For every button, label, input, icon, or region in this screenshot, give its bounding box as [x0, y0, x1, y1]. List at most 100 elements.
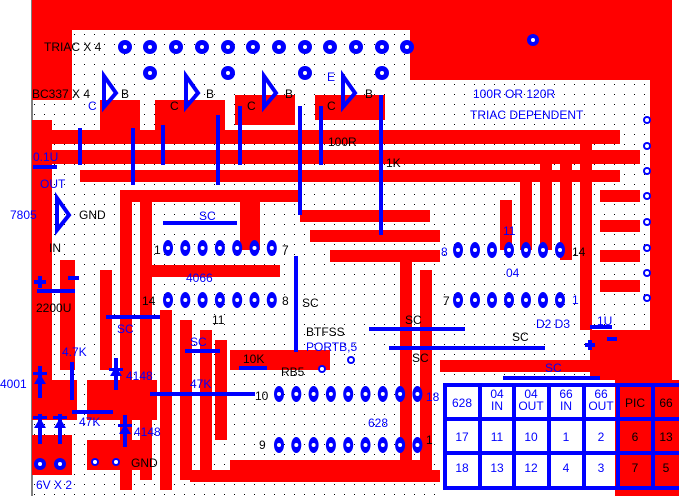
- label-pin-7: 7: [443, 294, 450, 308]
- ic-628-pin: [308, 386, 319, 402]
- label-pin-7: 7: [282, 243, 289, 257]
- silk-labels: TRIAC X 4 BC337 X 4 C B C B C B C E B 10…: [0, 40, 612, 492]
- label-triac: TRIAC X 4: [44, 40, 102, 54]
- ic-04-pin: [504, 292, 514, 308]
- ic-628-pin: [325, 437, 336, 453]
- label-628: 628: [368, 416, 388, 430]
- ic-04-pin: [555, 292, 565, 308]
- ic-4066-pin: [266, 292, 277, 308]
- pad: [347, 356, 355, 364]
- triac-pad: [221, 40, 235, 54]
- label-1u: 1U: [597, 314, 612, 328]
- triac-pad: [143, 40, 157, 54]
- connector-pad: [643, 244, 651, 252]
- ic-04-pin: [538, 242, 548, 258]
- label-b: B: [365, 87, 373, 101]
- label-sc: SC: [190, 335, 207, 349]
- triac-pad: [400, 40, 414, 54]
- label-out: OUT: [40, 177, 66, 191]
- ic-4066-pin: [214, 292, 225, 308]
- label-100r: 100R: [328, 135, 357, 149]
- ic-628-pin: [325, 386, 336, 402]
- label-4-7k: 4.7K: [62, 345, 87, 359]
- label-c: C: [327, 99, 336, 113]
- ic-4066-pin: [180, 292, 191, 308]
- connector-pad: [643, 192, 651, 200]
- table-cell: 7: [632, 461, 639, 475]
- label-gnd: GND: [131, 456, 158, 470]
- table-cell: 4: [563, 461, 570, 475]
- label-sc: SC: [199, 209, 216, 223]
- ic-628-pin: [291, 386, 302, 402]
- triac-pad: [298, 40, 312, 54]
- rb5-pad: [318, 365, 326, 373]
- triac-pad: [169, 40, 183, 54]
- label-2200u: 2200U: [36, 301, 71, 315]
- ic-628-pin: [360, 386, 371, 402]
- label-sc: SC: [117, 322, 134, 336]
- label-pin-9: 9: [259, 438, 266, 452]
- jumper-wires: [33, 95, 617, 414]
- ic-628-pin: [343, 386, 354, 402]
- label-47k: 47K: [79, 415, 100, 429]
- ic-4066-pin: [266, 240, 277, 256]
- table-cell: 1: [563, 430, 570, 444]
- ic-04-pin: [453, 242, 463, 258]
- triac-pad: [349, 40, 363, 54]
- transistor-symbols: [55, 69, 358, 236]
- table-cell: 17: [455, 430, 469, 444]
- label-sc: SC: [302, 296, 319, 310]
- label-sc: SC: [545, 361, 562, 375]
- triac-pad: [375, 40, 389, 54]
- table-header: PIC: [625, 396, 645, 410]
- diode-symbols: [33, 358, 132, 447]
- label-pin-18: 18: [426, 390, 440, 404]
- ic-628-pin: [360, 437, 371, 453]
- ic-04-pin: [555, 242, 565, 258]
- ic-4066-pin: [197, 292, 208, 308]
- copper-traces: [32, 0, 672, 490]
- label-pin-11: 11: [212, 313, 225, 327]
- ic-04-pin: [521, 292, 531, 308]
- label-bc337: BC337 X 4: [32, 87, 90, 101]
- table-cell: 18: [455, 461, 469, 475]
- label-4148: 4148: [134, 425, 161, 439]
- label-triac-dependent: TRIAC DEPENDENT: [470, 108, 584, 122]
- label-d2-d3: D2 D3: [536, 317, 570, 331]
- label-4148: 4148: [126, 369, 153, 383]
- label-7805: 7805: [10, 208, 37, 222]
- label-rb5: RB5: [281, 365, 305, 379]
- connector-pad: [643, 218, 651, 226]
- gnd-pad: [91, 458, 99, 466]
- connector-pad: [643, 294, 651, 302]
- label-1k: 1K: [386, 156, 401, 170]
- label-pin-1: 1: [572, 293, 579, 307]
- connector-pad: [643, 269, 651, 277]
- ic-628-pin: [274, 386, 284, 402]
- ic-628-pin: [395, 386, 406, 402]
- label-100r-or-120r: 100R OR 120R: [473, 87, 555, 101]
- table-header: 66: [659, 396, 673, 410]
- triac-pad: [323, 40, 337, 54]
- triac-pad: [221, 66, 235, 80]
- triac-pad: [195, 40, 209, 54]
- triac-pad: [118, 40, 132, 54]
- ic-4066-pin: [180, 240, 191, 256]
- mount-pad: [527, 34, 539, 46]
- ic-04-pin: [453, 292, 463, 308]
- connector-pad: [643, 116, 651, 124]
- label-c: C: [247, 99, 256, 113]
- ic-628-pin: [412, 437, 423, 453]
- ic-628-pin: [274, 437, 284, 453]
- label-sc: SC: [412, 351, 429, 365]
- label-0-1u: 0.1U: [33, 150, 58, 164]
- ic-628-pin: [291, 437, 302, 453]
- ic-628-pin: [377, 437, 388, 453]
- ic-628-pin: [412, 386, 423, 402]
- ic-4066-pin: [163, 240, 173, 256]
- label-6v-x2: 6V X 2: [36, 478, 72, 492]
- connector-pad: [643, 142, 651, 150]
- ic-04-pin: [470, 242, 480, 258]
